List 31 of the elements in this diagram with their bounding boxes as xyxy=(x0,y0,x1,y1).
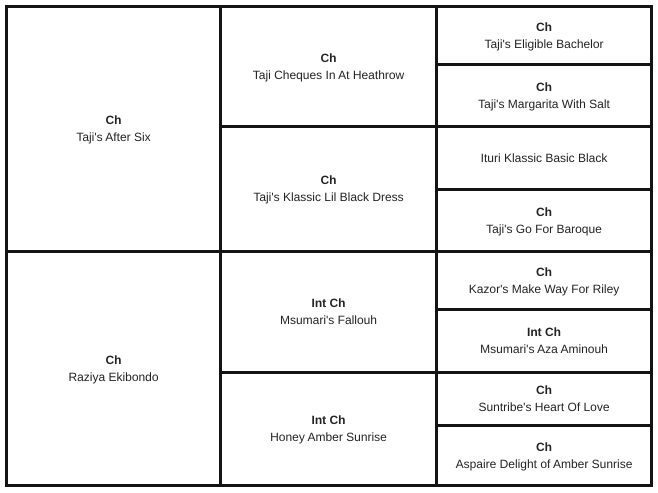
pedigree-box xyxy=(5,250,222,487)
title-text: Ch xyxy=(106,112,122,129)
title-text: Ch xyxy=(536,438,552,456)
name-text: Msumari's Fallouh xyxy=(280,312,377,329)
title-text: Ch xyxy=(536,204,552,220)
name-text: Raziya Ekibondo xyxy=(68,368,159,386)
name-text: Suntribe's Heart Of Love xyxy=(478,399,610,416)
name-text: Honey Amber Sunrise xyxy=(270,429,387,446)
pedigree-box xyxy=(435,424,653,487)
title-text: Ch xyxy=(536,78,552,96)
title-text: Ch xyxy=(320,172,336,189)
name-text: Kazor's Make Way For Riley xyxy=(468,280,620,298)
title-text: Int Ch xyxy=(312,295,346,312)
title-text: Ch xyxy=(536,264,552,280)
title-text: Int Ch xyxy=(527,324,561,341)
name-text: Taji's Margarita With Salt xyxy=(478,96,610,112)
name-text: Taji Cheques In At Heathrow xyxy=(252,66,404,84)
name-text: Aspaire Delight of Amber Sunrise xyxy=(456,456,632,472)
name-text: Taji's Go For Baroque xyxy=(486,220,602,238)
pedigree-box xyxy=(5,5,222,253)
pedigree-box xyxy=(435,5,653,66)
title-text: Ch xyxy=(106,352,122,368)
name-text: Taji's Klassic Lil Black Dress xyxy=(253,189,404,206)
title-text: Ch xyxy=(320,50,336,66)
name-text: Msumari's Aza Aminouh xyxy=(480,341,608,358)
name-text: Taji's After Six xyxy=(76,129,151,146)
name-text: Taji's Eligible Bachelor xyxy=(484,36,604,52)
name-text: Ituri Klassic Basic Black xyxy=(480,150,608,166)
title-text: Ch xyxy=(536,18,552,36)
title-text: Int Ch xyxy=(312,412,346,429)
title-text: Ch xyxy=(536,382,552,399)
